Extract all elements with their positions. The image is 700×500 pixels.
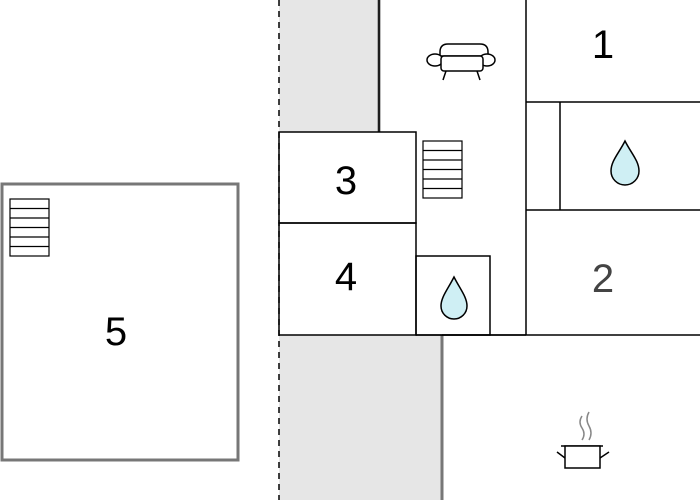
- corridor-bottom: [279, 335, 442, 500]
- water-drop-icon: [610, 139, 640, 186]
- room-1-label: 1: [592, 23, 614, 67]
- water-drop-icon: [440, 275, 468, 320]
- sofa-icon: [426, 43, 496, 81]
- stairs-icon: [9, 198, 50, 257]
- room-5-outline: [0, 182, 240, 462]
- room-5-label: 5: [105, 310, 127, 354]
- walls: [278, 0, 700, 336]
- cooking-pot-icon: [556, 411, 610, 469]
- room-labels: 1 2 3 4 5: [105, 23, 614, 354]
- room-3-label: 3: [335, 159, 357, 203]
- room-2-label: 2: [592, 257, 614, 301]
- room-4-label: 4: [335, 255, 357, 299]
- stairs-icon: [422, 140, 463, 199]
- corridor-areas: [279, 0, 444, 500]
- corridor-top: [279, 0, 379, 132]
